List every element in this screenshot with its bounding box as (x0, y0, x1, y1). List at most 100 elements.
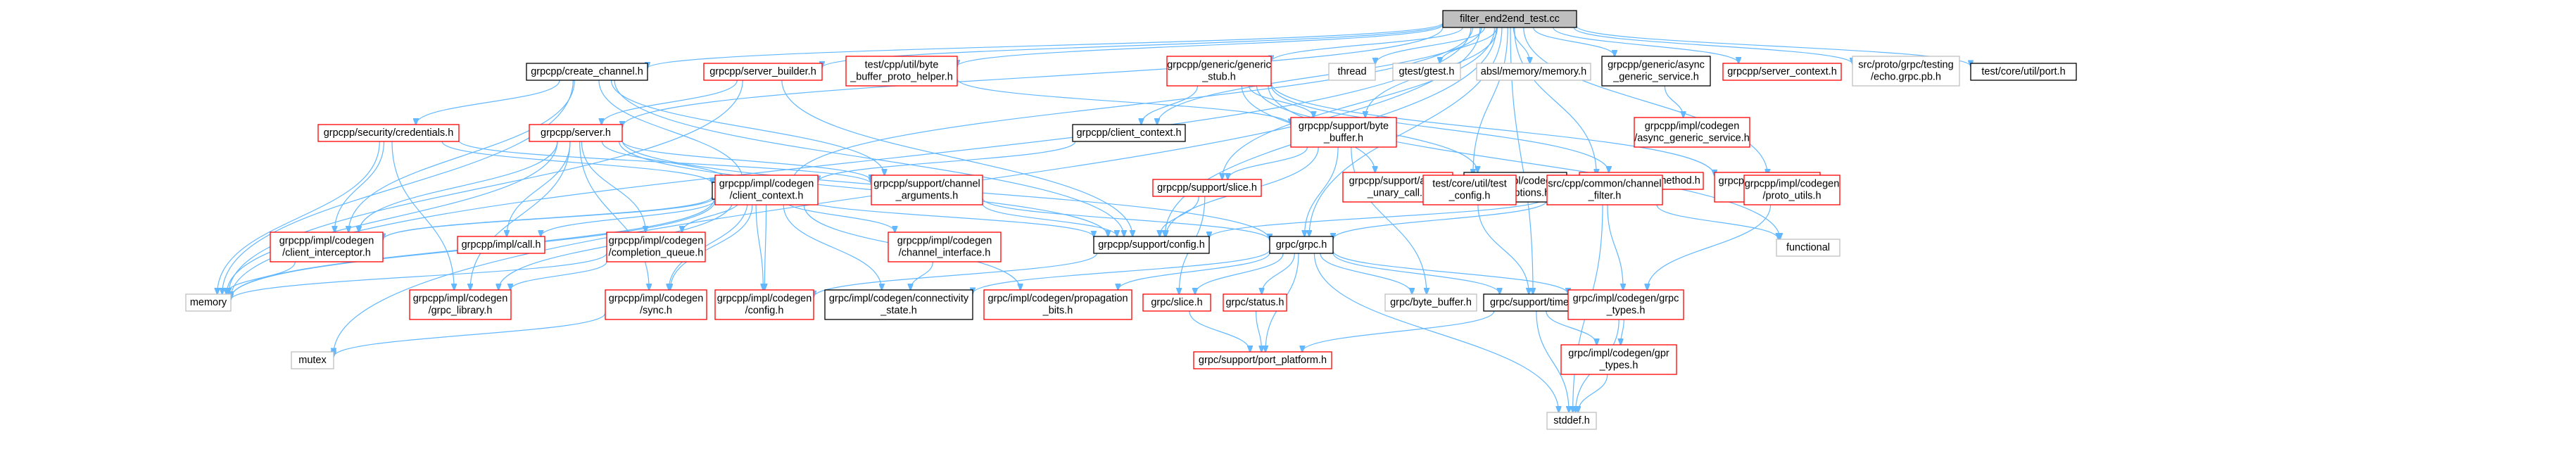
node-label: test/core/util/test (1432, 179, 1507, 190)
node-label: grpcpp/client_context.h (1076, 127, 1181, 139)
node-box (1142, 293, 1211, 312)
edge-grpc_h-to-codegen_grpc_types (1332, 251, 1568, 294)
edge-codegen_client_context-to-codegen_config (764, 204, 766, 290)
edge-server-to-grpc_library (470, 141, 571, 290)
node-channel-filter[interactable]: src/cpp/common/channel_filter.h (1546, 175, 1663, 205)
node-security-credentials[interactable]: grpcpp/security/credentials.h (317, 124, 460, 142)
node-label: grpcpp/server.h (541, 127, 611, 139)
node-support-byte-buffer[interactable]: grpcpp/support/byte_buffer.h (1290, 117, 1397, 148)
node-support-config[interactable]: grpcpp/support/config.h (1093, 236, 1210, 254)
node-box (317, 124, 460, 142)
node-server-context[interactable]: grpcpp/server_context.h (1722, 63, 1842, 81)
node-label: grpcpp/impl/codegen (719, 179, 814, 190)
node-port-platform[interactable]: grpc/support/port_platform.h (1193, 351, 1332, 369)
node-propagation-bits[interactable]: grpc/impl/codegen/propagation_bits.h (983, 289, 1132, 320)
node-box (1093, 236, 1210, 254)
node-codegen-config[interactable]: grpcpp/impl/codegen/config.h (714, 289, 814, 320)
edge-generic_stub-to-rpc_method (1270, 84, 1609, 172)
node-codegen-grpc-types[interactable]: grpc/impl/codegen/grpc_types.h (1567, 289, 1684, 320)
edge-server_builder-to-server (602, 80, 738, 125)
node-label: grpcpp/impl/codegen (1745, 179, 1840, 190)
edge-server-to-codegen_sync (579, 141, 650, 290)
node-label: test/cpp/util/byte (865, 60, 939, 71)
edge-create_channel-to-security_credentials (416, 80, 560, 125)
node-codegen-client-context[interactable]: grpcpp/impl/codegen/client_context.h (714, 175, 819, 205)
node-label: grpc/support/time.h (1490, 297, 1577, 308)
node-box (605, 289, 707, 320)
edge-proto_utils-to-codegen_grpc_types (1647, 204, 1772, 290)
edge-grpc_h-to-grpc_byte_buffer (1320, 253, 1412, 294)
edge-codegen_client_context-to-connectivity_state (783, 204, 882, 290)
node-gpr-types[interactable]: grpc/impl/codegen/gpr_types.h (1560, 344, 1677, 375)
node-proto-utils[interactable]: grpcpp/impl/codegen/proto_utils.h (1743, 175, 1841, 205)
node-box (824, 289, 973, 320)
node-box (1392, 63, 1461, 81)
edge-channel_filter-to-codegen_grpc_types (1607, 204, 1623, 290)
node-server-builder[interactable]: grpcpp/server_builder.h (703, 63, 823, 81)
node-grpc-slice[interactable]: grpc/slice.h (1142, 293, 1211, 312)
node-label: grpcpp/support/channel (873, 179, 980, 190)
node-codegen-sync[interactable]: grpcpp/impl/codegen/sync.h (605, 289, 707, 320)
node-label: _buffer_proto_helper.h (850, 72, 953, 83)
node-label: grpcpp/create_channel.h (531, 66, 643, 77)
node-box (1743, 175, 1841, 205)
node-impl-call[interactable]: grpcpp/impl/call.h (457, 236, 545, 254)
node-connectivity-state[interactable]: grpc/impl/codegen/connectivity_state.h (824, 289, 973, 320)
node-test-core-port[interactable]: test/core/util/port.h (1970, 63, 2077, 81)
node-box (1223, 293, 1287, 312)
node-box (1269, 236, 1334, 254)
node-label: test/core/util/port.h (1981, 66, 2065, 77)
edge-channel_filter-to-functional (1656, 204, 1779, 239)
edge-generic_stub-to-client_context (1142, 85, 1199, 125)
edge-server-to-completion_queue (581, 141, 645, 232)
node-box (1193, 351, 1332, 369)
node-support-time[interactable]: grpc/support/time.h (1483, 293, 1584, 312)
edge-root-to-create_channel (648, 22, 1444, 68)
node-label: grpcpp/support/async (1349, 176, 1447, 187)
node-box (1852, 56, 1960, 87)
node-grpc-h[interactable]: grpc/grpc.h (1269, 236, 1334, 254)
node-box (270, 232, 384, 262)
node-client-context[interactable]: grpcpp/client_context.h (1072, 124, 1186, 142)
edge-codegen_client_context-to-client_interceptor (383, 196, 716, 240)
edge-server_builder-to-support_config (781, 80, 1132, 236)
edge-security_credentials-to-grpc_library (391, 141, 454, 290)
edge-channel-to-codegen_sync (669, 198, 749, 290)
node-codegen-channel-interface[interactable]: grpcpp/impl/codegen/channel_interface.h (888, 232, 1002, 262)
node-root[interactable]: filter_end2end_test.cc (1442, 10, 1577, 28)
node-box (526, 63, 648, 81)
edge-grpc_h-to-grpc_slice (1195, 253, 1284, 294)
node-support-slice[interactable]: grpcpp/support/slice.h (1152, 179, 1262, 197)
node-server[interactable]: grpcpp/server.h (529, 124, 623, 142)
node-grpc-library[interactable]: grpcpp/impl/codegen/grpc_library.h (409, 289, 512, 320)
node-box (409, 289, 512, 320)
node-label: grpc/impl/codegen/gpr (1568, 348, 1669, 360)
node-generic-async-service[interactable]: grpcpp/generic/async_generic_service.h (1601, 56, 1711, 87)
node-label: _bits.h (1042, 305, 1073, 317)
node-test-config[interactable]: test/core/util/test_config.h (1422, 175, 1517, 205)
edge-grpc_h-to-propagation_bits (1118, 252, 1270, 290)
node-byte-buffer-proto-helper[interactable]: test/cpp/util/byte_buffer_proto_helper.h (845, 56, 958, 87)
node-label: gtest/gtest.h (1399, 66, 1455, 77)
node-channel-arguments[interactable]: grpcpp/support/channel_arguments.h (871, 175, 983, 205)
node-create-channel[interactable]: grpcpp/create_channel.h (526, 63, 648, 81)
node-label: grpc/impl/codegen/connectivity (829, 293, 969, 305)
node-generic-stub[interactable]: grpcpp/generic/generic_stub.h (1166, 56, 1272, 87)
node-echo-grpc-pb: src/proto/grpc/testing/echo.grpc.pb.h (1852, 56, 1960, 87)
node-completion-queue[interactable]: grpcpp/impl/codegen/completion_queue.h (606, 232, 706, 262)
edge-support_time-to-stddef (1536, 310, 1569, 412)
edge-root-to-test_config (1473, 27, 1508, 175)
edge-channel_arguments-to-support_config (982, 203, 1117, 236)
edge-create_channel-to-memory (222, 80, 574, 294)
edge-grpc_h-to-connectivity_state (973, 249, 1270, 294)
node-client-interceptor[interactable]: grpcpp/impl/codegen/client_interceptor.h (270, 232, 384, 262)
node-box (714, 289, 814, 320)
node-label: grpcpp/impl/codegen (413, 293, 508, 305)
node-grpc-status[interactable]: grpc/status.h (1223, 293, 1287, 312)
node-box (1776, 239, 1841, 257)
node-codegen-async-generic-service[interactable]: grpcpp/impl/codegen/async_generic_servic… (1634, 117, 1750, 148)
edge-support_time-to-port_platform (1302, 310, 1495, 352)
edge-gpr_types-to-stddef (1578, 374, 1608, 412)
node-box (845, 56, 958, 87)
node-absl-memory: absl/memory/memory.h (1476, 63, 1591, 81)
